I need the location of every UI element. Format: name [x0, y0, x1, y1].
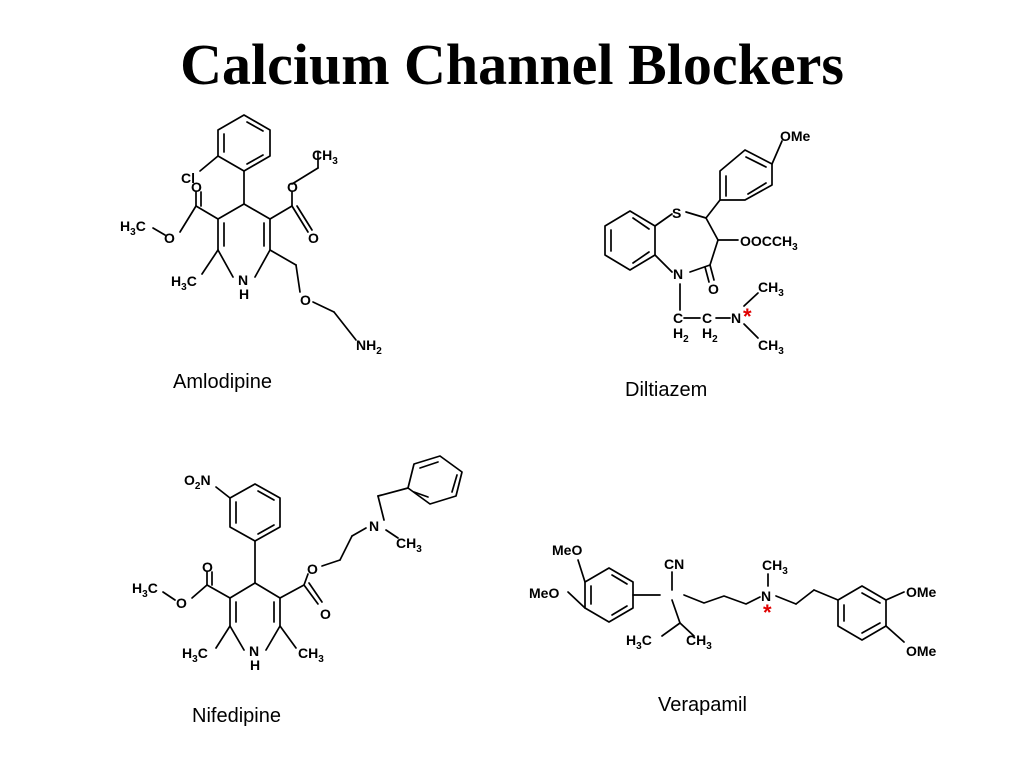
nifedipine-benzyl-ring [407, 455, 463, 505]
diltiazem-o-label: O [708, 281, 719, 297]
verapamil-ome-top: OMe [906, 584, 937, 600]
nifedipine-o2n-label: O2N [184, 472, 211, 492]
diltiazem-oocch3-label: OOCCH3 [740, 233, 798, 253]
verapamil-chiral-marker: * [763, 600, 772, 625]
diltiazem-chiral-marker: * [743, 304, 752, 329]
diltiazem-ome-label: OMe [780, 128, 811, 144]
nifedipine-o-right: O [320, 606, 331, 622]
diltiazem-ch2-b: C [702, 310, 712, 326]
nifedipine-h3c-left: H3C [132, 580, 158, 600]
verapamil-structure: MeO MeO CN CH3 N * OMe OMe H3C CH3 Verap… [529, 542, 937, 716]
nifedipine-name: Nifedipine [192, 705, 281, 727]
amlodipine-o-top-left: O [191, 179, 202, 195]
verapamil-right-ring [837, 585, 887, 641]
nifedipine-o-top-right: O [307, 561, 318, 577]
diltiazem-ch2-a: C [673, 310, 683, 326]
nifedipine-ch3-bottom: CH3 [298, 645, 324, 665]
diltiazem-name: Diltiazem [625, 379, 707, 401]
verapamil-ch3-iso: CH3 [686, 632, 712, 652]
diltiazem-ch2-a-h: H2 [673, 325, 689, 345]
amlodipine-cl-label: Cl [181, 170, 195, 186]
verapamil-left-ring [584, 567, 634, 623]
nifedipine-h3c-bottom: H3C [182, 645, 208, 665]
diltiazem-benzo-ring [604, 210, 656, 271]
verapamil-meo-left: MeO [529, 585, 559, 601]
amlodipine-o-top-right: O [287, 179, 298, 195]
slide-title: Calcium Channel Blockers [180, 32, 844, 97]
amlodipine-n-label: N [238, 272, 248, 288]
amlodipine-phenyl-ring [217, 114, 271, 172]
amlodipine-dihydropyridine-ring [243, 203, 271, 278]
diltiazem-n2-label: N [731, 310, 741, 326]
nifedipine-nh-h: H [250, 657, 260, 673]
verapamil-meo-top: MeO [552, 542, 582, 558]
nifedipine-ch3-label: CH3 [396, 535, 422, 555]
amlodipine-name: Amlodipine [173, 371, 272, 393]
amlodipine-structure: Cl CH3 O O H3C O O H3C N H O NH2 Amlodip… [120, 114, 382, 393]
amlodipine-ch3-label: CH3 [312, 147, 338, 167]
amlodipine-o-right: O [308, 230, 319, 246]
verapamil-ch3-n: CH3 [762, 557, 788, 577]
amlodipine-nh-h-label: H [239, 286, 249, 302]
diltiazem-structure: OMe S OOCCH3 N O C H2 C H2 N * CH3 CH3 D… [604, 128, 811, 401]
diltiazem-ch3-top: CH3 [758, 279, 784, 299]
nifedipine-nh-n: N [249, 643, 259, 659]
verapamil-name: Verapamil [658, 694, 747, 716]
nifedipine-dihydropyridine-ring [254, 582, 281, 651]
amlodipine-o-ether: O [300, 292, 311, 308]
nifedipine-phenyl-ring [229, 483, 281, 542]
verapamil-h3c-label: H3C [626, 632, 652, 652]
nifedipine-n-label: N [369, 518, 379, 534]
amlodipine-o-ester-left: O [164, 230, 175, 246]
verapamil-ome-bottom: OMe [906, 643, 937, 659]
nifedipine-structure: O2N N CH3 O H3C O O O H3C N H CH3 Nifedi… [132, 455, 463, 727]
nifedipine-o-ester-left: O [176, 595, 187, 611]
diltiazem-ch2-b-h: H2 [702, 325, 718, 345]
diltiazem-n-label: N [673, 266, 683, 282]
diltiazem-s-label: S [672, 205, 681, 221]
verapamil-cn-label: CN [664, 556, 684, 572]
nifedipine-o-top-left: O [202, 559, 213, 575]
verapamil-n-label: N [761, 588, 771, 604]
amlodipine-h3c-bottom: H3C [171, 273, 197, 293]
diltiazem-methoxyphenyl-ring [719, 149, 773, 201]
amlodipine-nh2-label: NH2 [356, 337, 382, 357]
amlodipine-h3c-left: H3C [120, 218, 146, 238]
diltiazem-ch3-bottom: CH3 [758, 337, 784, 357]
